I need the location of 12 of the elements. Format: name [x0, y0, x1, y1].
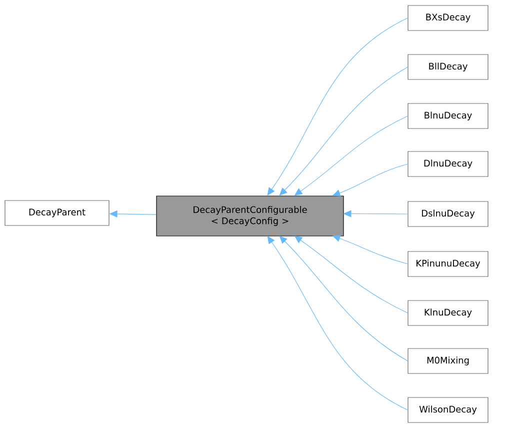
class-box: BllDecay	[408, 54, 488, 80]
class-box: WilsonDecay	[408, 397, 488, 423]
class-box: BXsDecay	[408, 5, 488, 31]
class-box: BlnuDecay	[408, 103, 488, 129]
class-box: M0Mixing	[408, 348, 488, 374]
inheritance-arrow	[279, 236, 408, 362]
class-box: DecayParentConfigurable < DecayConfig >	[156, 196, 344, 236]
class-box: DlnuDecay	[408, 151, 488, 177]
class-box: KlnuDecay	[408, 300, 488, 326]
class-box: KPinunuDecay	[408, 251, 488, 277]
class-box: DslnuDecay	[408, 201, 488, 227]
class-box: DecayParent	[4, 200, 110, 226]
